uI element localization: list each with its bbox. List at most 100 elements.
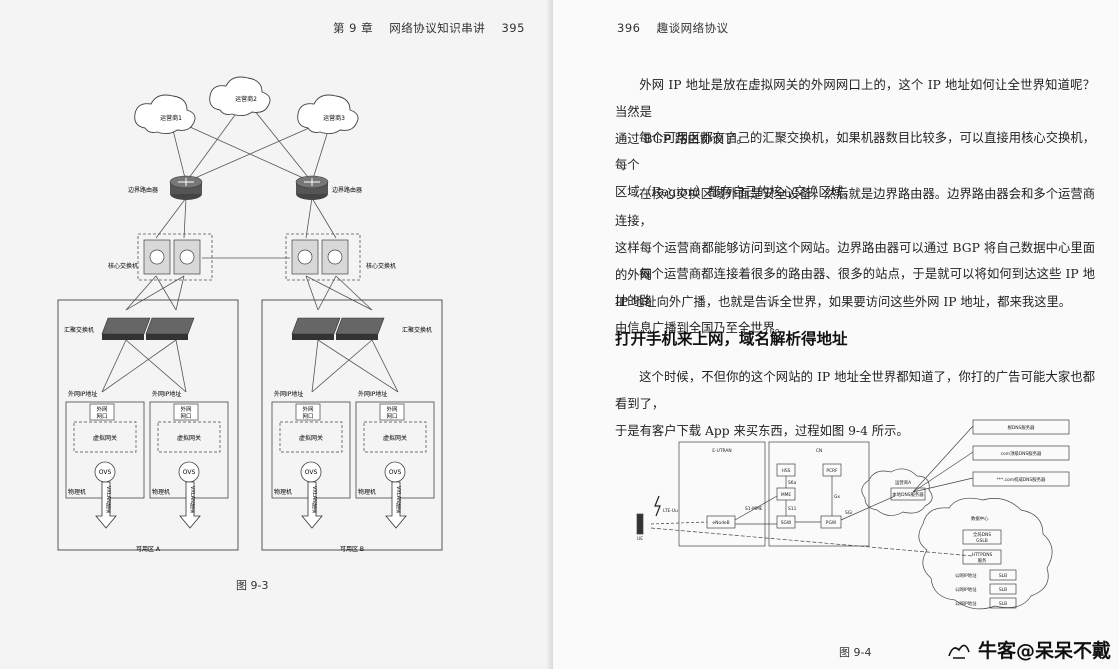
public-port-label: 网口 xyxy=(386,413,397,420)
svg-text:公网IP地址: 公网IP地址 xyxy=(955,586,977,593)
running-head-right: 396 趣谈网络协议 xyxy=(617,20,729,36)
vxlan-label: VXLAN隧道 xyxy=(189,486,195,514)
svg-text:公网IP地址: 公网IP地址 xyxy=(955,600,977,607)
vgw-box xyxy=(157,421,221,453)
ovs-label: OVS xyxy=(99,469,112,476)
public-ip-label: 外网IP地址 xyxy=(358,390,387,398)
vgw-label: 虚拟网关 xyxy=(383,434,407,442)
host-label: 物理机 xyxy=(358,488,376,496)
s11-label: S11 xyxy=(788,506,797,512)
operator-cloud-label: 运营商A xyxy=(895,479,911,486)
vxlan-label: VXLAN隧道 xyxy=(105,486,111,514)
az-b-label: 可用区 B xyxy=(340,546,364,553)
right-page: 396 趣谈网络协议 外网 IP 地址是放在虚拟网关的外网网口上的，这个 IP … xyxy=(553,0,1119,669)
aggregation-switch-icon xyxy=(101,317,385,340)
left-page: 第 9 章 网络协议知识串讲 395 xyxy=(0,0,553,669)
svg-text:全局DNS: 全局DNS xyxy=(973,531,991,538)
cloud-label-2: 运营商2 xyxy=(235,95,257,103)
vxlan-label: VXLAN隧道 xyxy=(395,486,401,514)
paragraph-5: 这个时候，不但你的这个网站的 IP 地址全世界都知道了，你打的广告可能大家也都看… xyxy=(615,370,1095,438)
host-label: 物理机 xyxy=(152,488,170,496)
gx-label: Gx xyxy=(834,494,840,500)
com-dns-label: com顶级DNS服务器 xyxy=(1001,450,1042,457)
vxlan-arrow-icon xyxy=(385,481,407,529)
paragraph-3: 在核心交换区域外面是安全设备，然后就是边界路由器。边界路由器会和多个运营商连接，… xyxy=(615,187,1095,309)
vxlan-arrow-icon xyxy=(301,481,323,529)
book-title: 趣谈网络协议 xyxy=(656,21,729,35)
vxlan-arrow-icon xyxy=(95,481,117,529)
vxlan-label: VXLAN隧道 xyxy=(311,486,317,514)
cloud-label-1: 运营商1 xyxy=(160,114,182,122)
lte-uu-label: LTE-Uu xyxy=(663,508,678,514)
public-port-box xyxy=(295,403,321,421)
agg-switch-label-right: 汇聚交换机 xyxy=(402,326,432,334)
vgw-box xyxy=(363,421,427,453)
core-switch-icon xyxy=(143,239,349,275)
s1-mme-label: S1-MME xyxy=(745,506,763,512)
public-port-label: 外网 xyxy=(302,405,314,413)
pgw-label: PGW xyxy=(826,520,837,526)
figure-9-3-caption: 图 9-3 xyxy=(236,579,269,592)
public-ip-label: 外网IP地址 xyxy=(274,390,303,398)
root-dns-label: 根DNS服务器 xyxy=(1007,424,1035,431)
public-port-label: 网口 xyxy=(302,413,313,420)
paragraph-1: 外网 IP 地址是放在虚拟网关的外网网口上的，这个 IP 地址如何让全世界知道呢… xyxy=(615,78,1095,146)
az-b-box xyxy=(261,299,443,551)
page-number-left: 395 xyxy=(501,21,525,35)
public-port-box xyxy=(379,403,405,421)
az-a-box xyxy=(57,299,239,551)
ovs-label: OVS xyxy=(389,469,402,476)
chapter-title: 网络协议知识串讲 xyxy=(389,21,486,35)
eutran-box xyxy=(678,441,766,547)
az-a-label: 可用区 A xyxy=(136,546,161,553)
dc-cloud-label: 数据中心 xyxy=(971,515,989,522)
cloud-icon xyxy=(134,76,359,135)
svg-text:GSLB: GSLB xyxy=(976,538,988,544)
ue-label: UE xyxy=(637,536,643,542)
paragraph-4: 每个运营商都连接着很多的路由器、很多的站点，于是就可以将如何到达这些 IP 地址… xyxy=(615,267,1095,335)
border-router-label-left: 边界路由器 xyxy=(128,186,158,194)
local-dns-label: 本地DNS服务器 xyxy=(892,491,924,498)
svg-text:SLB: SLB xyxy=(999,587,1007,593)
auth-dns-label: ***.com权威DNS服务器 xyxy=(997,476,1046,483)
svg-text:SLB: SLB xyxy=(999,601,1007,607)
figure-9-3: 运营商1 运营商2 运营商3 边界路由器 边界路由器 xyxy=(50,70,450,564)
svg-text:服务: 服务 xyxy=(978,557,987,564)
paragraph-2: 每个可用区都有自己的汇聚交换机，如果机器数目比较多，可以直接用核心交换机，每个 … xyxy=(615,131,1095,199)
watermark-logo-icon xyxy=(947,642,971,662)
host-label: 物理机 xyxy=(274,488,292,496)
vgw-box xyxy=(279,421,343,453)
public-ip-label: 外网IP地址 xyxy=(68,390,97,398)
hss-label: HSS xyxy=(782,468,791,474)
ovs-label: OVS xyxy=(305,469,318,476)
vgw-label: 虚拟网关 xyxy=(93,434,117,442)
s6a-label: S6a xyxy=(788,480,797,486)
core-switch-label-left: 核心交换机 xyxy=(108,262,138,270)
host-label: 物理机 xyxy=(68,488,86,496)
ovs-label: OVS xyxy=(183,469,196,476)
vxlan-arrow-icon xyxy=(179,481,201,529)
vgw-label: 虚拟网关 xyxy=(177,434,201,442)
running-head-left: 第 9 章 网络协议知识串讲 395 xyxy=(333,20,525,36)
eutran-label: E-UTRAN xyxy=(712,448,731,454)
enodeb-label: eNodeB xyxy=(712,520,729,526)
svg-text:HTTPDNS: HTTPDNS xyxy=(972,552,993,558)
agg-switch-label-left: 汇聚交换机 xyxy=(64,326,94,334)
svg-text:公网IP地址: 公网IP地址 xyxy=(955,572,977,579)
watermark: 牛客@呆呆不戴 xyxy=(947,636,1111,663)
core-switch-label-right: 核心交换机 xyxy=(366,262,396,270)
figure-9-4: E-UTRAN CN HSS PCRF MME SGW PGW eNodeB U… xyxy=(633,416,1093,640)
public-port-label: 外网 xyxy=(386,405,398,413)
sgi-label: SGi xyxy=(845,510,852,516)
chapter-label: 第 9 章 xyxy=(333,21,374,35)
public-ip-label: 外网IP地址 xyxy=(152,390,181,398)
public-port-box xyxy=(89,403,115,421)
cn-box xyxy=(768,441,870,547)
cloud-label-3: 运营商3 xyxy=(323,114,345,122)
pcrf-label: PCRF xyxy=(826,468,838,474)
section-heading: 打开手机来上网，域名解析得地址 xyxy=(615,330,848,348)
public-port-label: 网口 xyxy=(96,413,107,420)
public-port-box xyxy=(173,403,199,421)
